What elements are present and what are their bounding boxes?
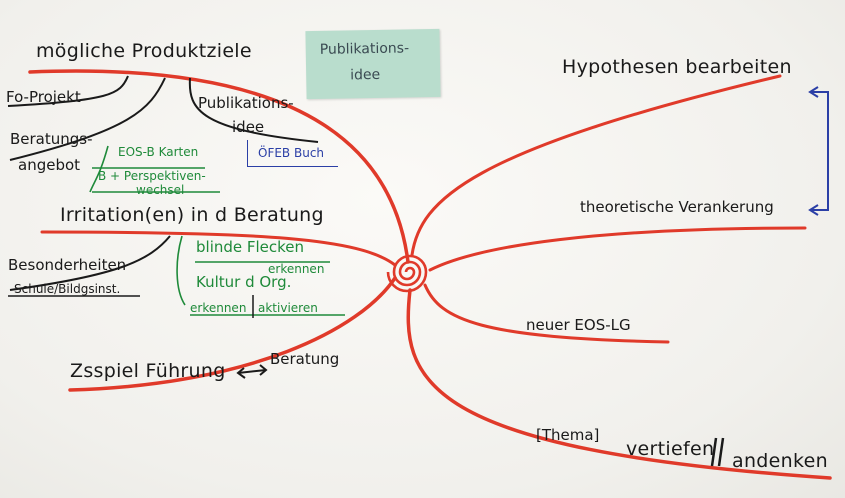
label-vertiefen: vertiefen [626, 438, 715, 460]
label-besonderheiten: Besonderheiten [8, 256, 127, 274]
label-moegliche-produktziele: mögliche Produktziele [36, 40, 252, 62]
label-kultur-2a: erkennen [190, 301, 247, 315]
label-zsspiel-fuehrung: Zsspiel Führung [70, 360, 226, 382]
note-line2: idee [350, 66, 381, 84]
label-b-perspektiven-1: B + Perspektiven- [98, 169, 206, 183]
label-kultur-1: Kultur d Org. [196, 273, 292, 291]
label-publikationsidee-1: Publikations- [198, 94, 294, 112]
branch-neuer-eos [423, 283, 670, 344]
label-fo-projekt: Fo-Projekt [6, 88, 81, 106]
label-blinde-flecken-1: blinde Flecken [196, 238, 305, 256]
label-beratungsangebot-1: Beratungs- [10, 130, 93, 148]
label-b-perspektiven-2: wechsel [136, 183, 185, 197]
label-irritationen: Irritation(en) in d Beratung [60, 204, 324, 226]
branch-theoretische [428, 226, 807, 272]
branch-zsspiel [68, 276, 397, 392]
label-theoretische: theoretische Verankerung [580, 198, 774, 216]
branch-produktziele [28, 69, 410, 264]
label-oefeb-buch: ÖFEB Buch [258, 146, 325, 160]
label-schule-bildgsinst: Schule/Bildgsinst. [14, 282, 121, 296]
blue-bracket [812, 91, 829, 211]
label-hypothesen: Hypothesen bearbeiten [562, 56, 792, 78]
branch-irritation [40, 230, 397, 267]
label-eos-b-karten: EOS-B Karten [118, 145, 199, 159]
label-beratungsangebot-2: angebot [18, 156, 81, 174]
label-blinde-flecken-2: erkennen [268, 262, 325, 276]
note-line1: Publikations- [319, 40, 410, 58]
branch-hypothesen [410, 74, 782, 257]
sticky-note: Publikations- idee [305, 28, 441, 100]
label-kultur-2b: aktivieren [258, 301, 318, 315]
label-beratung: Beratung [270, 350, 340, 368]
label-publikationsidee-2: idee [232, 118, 265, 136]
label-thema: [Thema] [536, 426, 600, 444]
oefeb-box [247, 140, 338, 167]
label-neuer-eos: neuer EOS-LG [526, 316, 631, 334]
label-andenken: andenken [732, 450, 828, 472]
branch-vertiefen [406, 288, 832, 480]
center-spiral [386, 254, 428, 293]
